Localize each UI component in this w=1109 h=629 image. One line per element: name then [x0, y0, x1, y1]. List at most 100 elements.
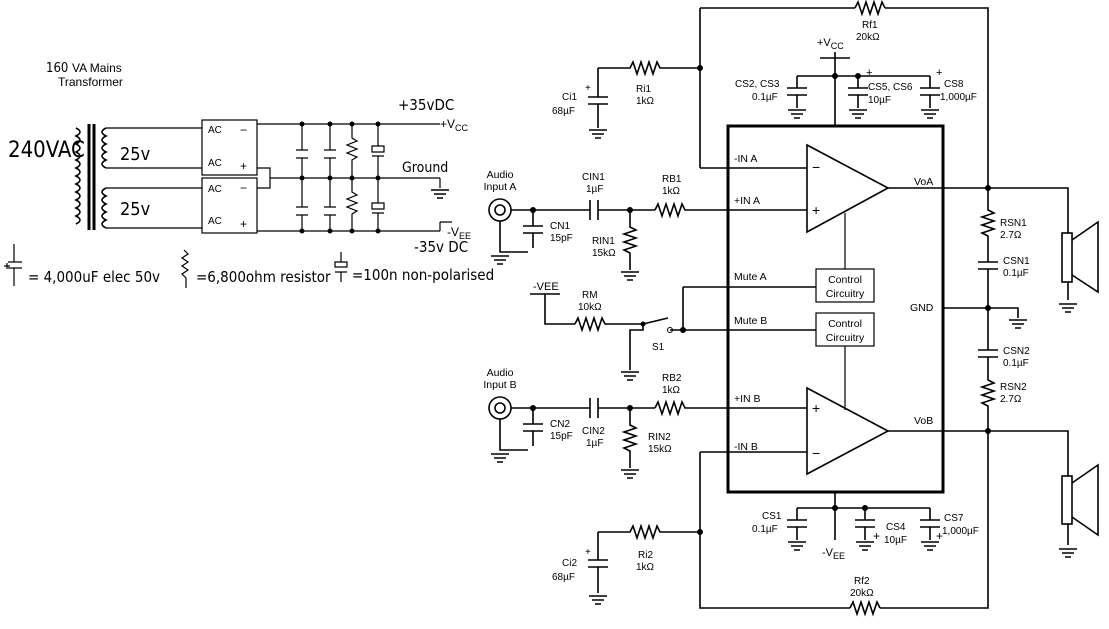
svg-text:−: −: [812, 445, 820, 461]
svg-text:−: −: [240, 123, 247, 137]
svg-text:Input B: Input B: [483, 379, 516, 391]
rectifier-top: AC AC − +: [201, 119, 258, 176]
svg-text:Control: Control: [828, 318, 862, 330]
svg-text:1kΩ: 1kΩ: [662, 385, 681, 396]
supply-decoupling-bottom: + + CS1 0.1µF CS4 10µF CS7 1,000µF -VEE: [752, 492, 979, 561]
svg-text:10kΩ: 10kΩ: [578, 302, 602, 313]
power-supply-section: 160 VA Mains Transformer 240VAC 25v 25v …: [4, 61, 494, 288]
svg-text:1,000µF: 1,000µF: [942, 526, 979, 537]
resistor-rb2: RB2 1kΩ: [654, 373, 700, 417]
legend-electrolytic: = 4,000uF elec 50v: [28, 268, 160, 286]
svg-text:CS1: CS1: [762, 511, 782, 522]
svg-text:1,000µF: 1,000µF: [940, 92, 977, 103]
ground-label: Ground: [402, 160, 448, 176]
svg-text:-VEE: -VEE: [822, 547, 845, 561]
svg-text:0.1µF: 0.1µF: [1003, 358, 1029, 369]
svg-text:0.1µF: 0.1µF: [752, 92, 778, 103]
pin-gnd: GND: [910, 302, 934, 314]
svg-text:CS2, CS3: CS2, CS3: [735, 79, 780, 90]
svg-text:68µF: 68µF: [552, 106, 575, 117]
svg-text:15kΩ: 15kΩ: [592, 248, 616, 259]
svg-text:+: +: [812, 202, 820, 218]
svg-text:+: +: [240, 217, 247, 231]
transformer-rating: 160: [46, 61, 68, 76]
svg-text:Rf1: Rf1: [862, 20, 878, 31]
svg-text:CN2: CN2: [550, 419, 570, 430]
svg-text:Circuitry: Circuitry: [826, 288, 865, 300]
mute-switch: -VEE RM 10kΩ S1: [530, 281, 684, 381]
svg-text:RB1: RB1: [662, 174, 682, 185]
svg-text:1kΩ: 1kΩ: [662, 186, 681, 197]
positive-rail-label: +35vDC: [398, 96, 454, 114]
svg-text:RIN1: RIN1: [592, 236, 615, 247]
legend: = 4,000uF elec 50v =6,800ohm resistor =1…: [4, 244, 494, 288]
pin-in-a-pos: +IN A: [734, 195, 760, 207]
vcc-rail-label: +VCC: [440, 117, 469, 133]
svg-text:CS4: CS4: [886, 522, 906, 533]
svg-text:Ci1: Ci1: [562, 92, 577, 103]
mains-transformer: 240VAC 25v 25v: [8, 124, 202, 230]
resistor-rin1: RIN1 15kΩ: [592, 210, 640, 281]
pin-in-b-neg: -IN B: [734, 441, 758, 453]
feedback-network-b: Rf2 20kΩ Ri2 1kΩ + Ci2 68µF: [552, 431, 989, 617]
svg-text:RSN2: RSN2: [1000, 382, 1027, 393]
svg-text:+: +: [585, 83, 591, 94]
svg-text:1µF: 1µF: [586, 438, 603, 449]
svg-text:-VEE: -VEE: [533, 281, 559, 293]
pin-in-b-pos: +IN B: [734, 393, 761, 405]
svg-text:−: −: [812, 159, 820, 175]
svg-text:Circuitry: Circuitry: [826, 332, 865, 344]
transformer-label: Transformer: [58, 75, 123, 89]
capacitor-cn2: CN2 15pF: [523, 408, 573, 446]
speaker-a: [988, 187, 1099, 313]
svg-text:CS7: CS7: [944, 513, 964, 524]
pin-in-a-neg: -IN A: [734, 153, 757, 165]
pin-voa: VoA: [914, 176, 933, 188]
control-circuitry-b: Control Circuitry: [815, 312, 875, 347]
svg-text:+: +: [936, 529, 943, 543]
capacitor-cin1: CIN1 1µF: [582, 172, 605, 220]
capacitor-cn1: CN1 15pF: [523, 210, 573, 248]
svg-text:1kΩ: 1kΩ: [636, 562, 655, 573]
audio-input-a: Audio Input A: [484, 169, 655, 265]
secondary-top-voltage: 25v: [120, 144, 151, 165]
svg-text:20kΩ: 20kΩ: [850, 588, 874, 599]
svg-text:1kΩ: 1kΩ: [636, 96, 655, 107]
opamp-b: + −: [806, 386, 890, 476]
svg-text:1µF: 1µF: [586, 184, 603, 195]
svg-text:15pF: 15pF: [550, 233, 573, 244]
filter-capacitor-bank: [296, 124, 385, 231]
svg-text:RB2: RB2: [662, 373, 682, 384]
svg-text:CN1: CN1: [550, 221, 570, 232]
svg-text:2.7Ω: 2.7Ω: [1000, 230, 1022, 241]
svg-text:Audio: Audio: [487, 367, 514, 379]
svg-text:2.7Ω: 2.7Ω: [1000, 394, 1022, 405]
capacitor-cin2: CIN2 1µF: [582, 398, 605, 449]
pin-mute-b: Mute B: [734, 315, 767, 327]
pin-vob: VoB: [914, 415, 933, 427]
svg-text:AC: AC: [208, 125, 222, 136]
svg-text:15kΩ: 15kΩ: [648, 444, 672, 455]
svg-text:Ri2: Ri2: [638, 550, 653, 561]
svg-text:CIN1: CIN1: [582, 172, 605, 183]
svg-text:+: +: [866, 67, 872, 79]
svg-text:+: +: [812, 400, 820, 416]
svg-text:CSN1: CSN1: [1003, 256, 1030, 267]
svg-text:−: −: [240, 181, 247, 195]
svg-text:RM: RM: [582, 290, 598, 301]
legend-non-polarised: =100n non-polarised: [352, 266, 494, 284]
secondary-bottom-voltage: 25v: [120, 199, 151, 220]
opamp-a: − +: [806, 143, 890, 234]
svg-text:68µF: 68µF: [552, 572, 575, 583]
svg-text:CS8: CS8: [944, 79, 964, 90]
audio-input-b: Audio Input B: [483, 367, 655, 463]
svg-text:0.1µF: 0.1µF: [752, 524, 778, 535]
svg-text:10µF: 10µF: [884, 535, 907, 546]
negative-rail-label: -35v DC: [414, 238, 468, 256]
svg-text:Ci2: Ci2: [562, 558, 577, 569]
svg-text:S1: S1: [652, 342, 665, 353]
svg-text:AC: AC: [208, 158, 222, 169]
svg-text:Input A: Input A: [484, 181, 517, 193]
supply-decoupling-top: +VCC + + CS2, CS3 0.1µF CS5, CS6 10µF CS…: [735, 37, 977, 126]
